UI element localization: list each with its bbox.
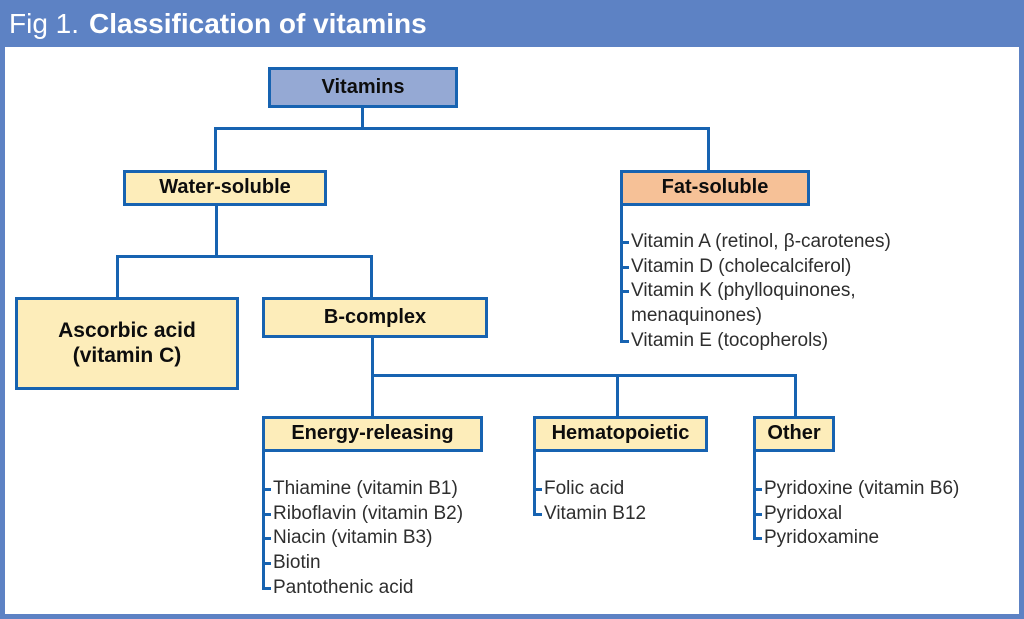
connector-water-soluble-stem: [215, 204, 218, 257]
bracket-other-list: [753, 450, 756, 539]
other-list: Pyridoxine (vitamin B6) Pyridoxal Pyrido…: [753, 477, 993, 551]
connector-b-complex-stem: [371, 336, 374, 377]
list-item: Vitamin K (phylloquinones, menaquinones): [620, 279, 966, 328]
node-ascorbic-acid: Ascorbic acid (vitamin C): [15, 297, 239, 390]
list-item: Vitamin E (tocopherols): [620, 329, 966, 354]
node-fat-soluble-label: Fat-soluble: [661, 176, 769, 199]
list-item: Pyridoxal: [753, 502, 993, 527]
node-hematopoietic-label: Hematopoietic: [551, 422, 690, 445]
node-b-complex: B-complex: [262, 297, 488, 338]
list-item: Vitamin D (cholecalciferol): [620, 255, 966, 280]
bracket-energy-releasing-list: [262, 450, 265, 589]
node-fat-soluble: Fat-soluble: [620, 170, 810, 206]
energy-releasing-list: Thiamine (vitamin B1) Riboflavin (vitami…: [262, 477, 502, 601]
node-ascorbic-acid-label-line2: (vitamin C): [72, 343, 182, 367]
connector-level2-horizontal: [116, 255, 373, 258]
node-energy-releasing: Energy-releasing: [262, 416, 483, 452]
node-energy-releasing-label: Energy-releasing: [291, 422, 454, 445]
connector-drop-ascorbic: [116, 255, 119, 299]
connector-level1-horizontal: [214, 127, 710, 130]
fat-soluble-list: Vitamin A (retinol, β-carotenes) Vitamin…: [620, 230, 966, 354]
list-item: Thiamine (vitamin B1): [262, 477, 502, 502]
list-item: Biotin: [262, 551, 502, 576]
bracket-hematopoietic-list: [533, 450, 536, 514]
connector-drop-water-soluble: [214, 127, 217, 172]
connector-drop-b-complex: [370, 255, 373, 299]
connector-drop-other: [794, 374, 797, 418]
node-ascorbic-acid-label-line1: Ascorbic acid: [58, 318, 196, 342]
hematopoietic-list: Folic acid Vitamin B12: [533, 477, 733, 526]
list-item: Vitamin B12: [533, 502, 733, 527]
node-b-complex-label: B-complex: [323, 305, 427, 328]
node-vitamins-label: Vitamins: [321, 75, 405, 98]
node-other: Other: [753, 416, 835, 452]
connector-vitamins-stem: [361, 106, 364, 129]
connector-level3-horizontal: [371, 374, 797, 377]
bracket-fat-soluble-list: [620, 204, 623, 343]
node-water-soluble: Water-soluble: [123, 170, 327, 206]
list-item: Pantothenic acid: [262, 576, 502, 601]
figure-header: Fig 1. Classification of vitamins: [0, 0, 1024, 47]
node-vitamins: Vitamins: [268, 67, 458, 108]
list-item: Vitamin A (retinol, β-carotenes): [620, 230, 966, 255]
node-hematopoietic: Hematopoietic: [533, 416, 708, 452]
connector-drop-hematopoietic: [616, 374, 619, 418]
list-item: Pyridoxine (vitamin B6): [753, 477, 993, 502]
list-item: Folic acid: [533, 477, 733, 502]
list-item: Niacin (vitamin B3): [262, 526, 502, 551]
figure-title: Classification of vitamins: [89, 7, 427, 39]
connector-drop-fat-soluble: [707, 127, 710, 172]
node-water-soluble-label: Water-soluble: [159, 176, 291, 199]
list-item: Pyridoxamine: [753, 526, 993, 551]
connector-drop-energy-releasing: [371, 374, 374, 418]
figure-number: Fig 1.: [9, 7, 80, 39]
node-other-label: Other: [767, 422, 821, 445]
list-item: Riboflavin (vitamin B2): [262, 502, 502, 527]
